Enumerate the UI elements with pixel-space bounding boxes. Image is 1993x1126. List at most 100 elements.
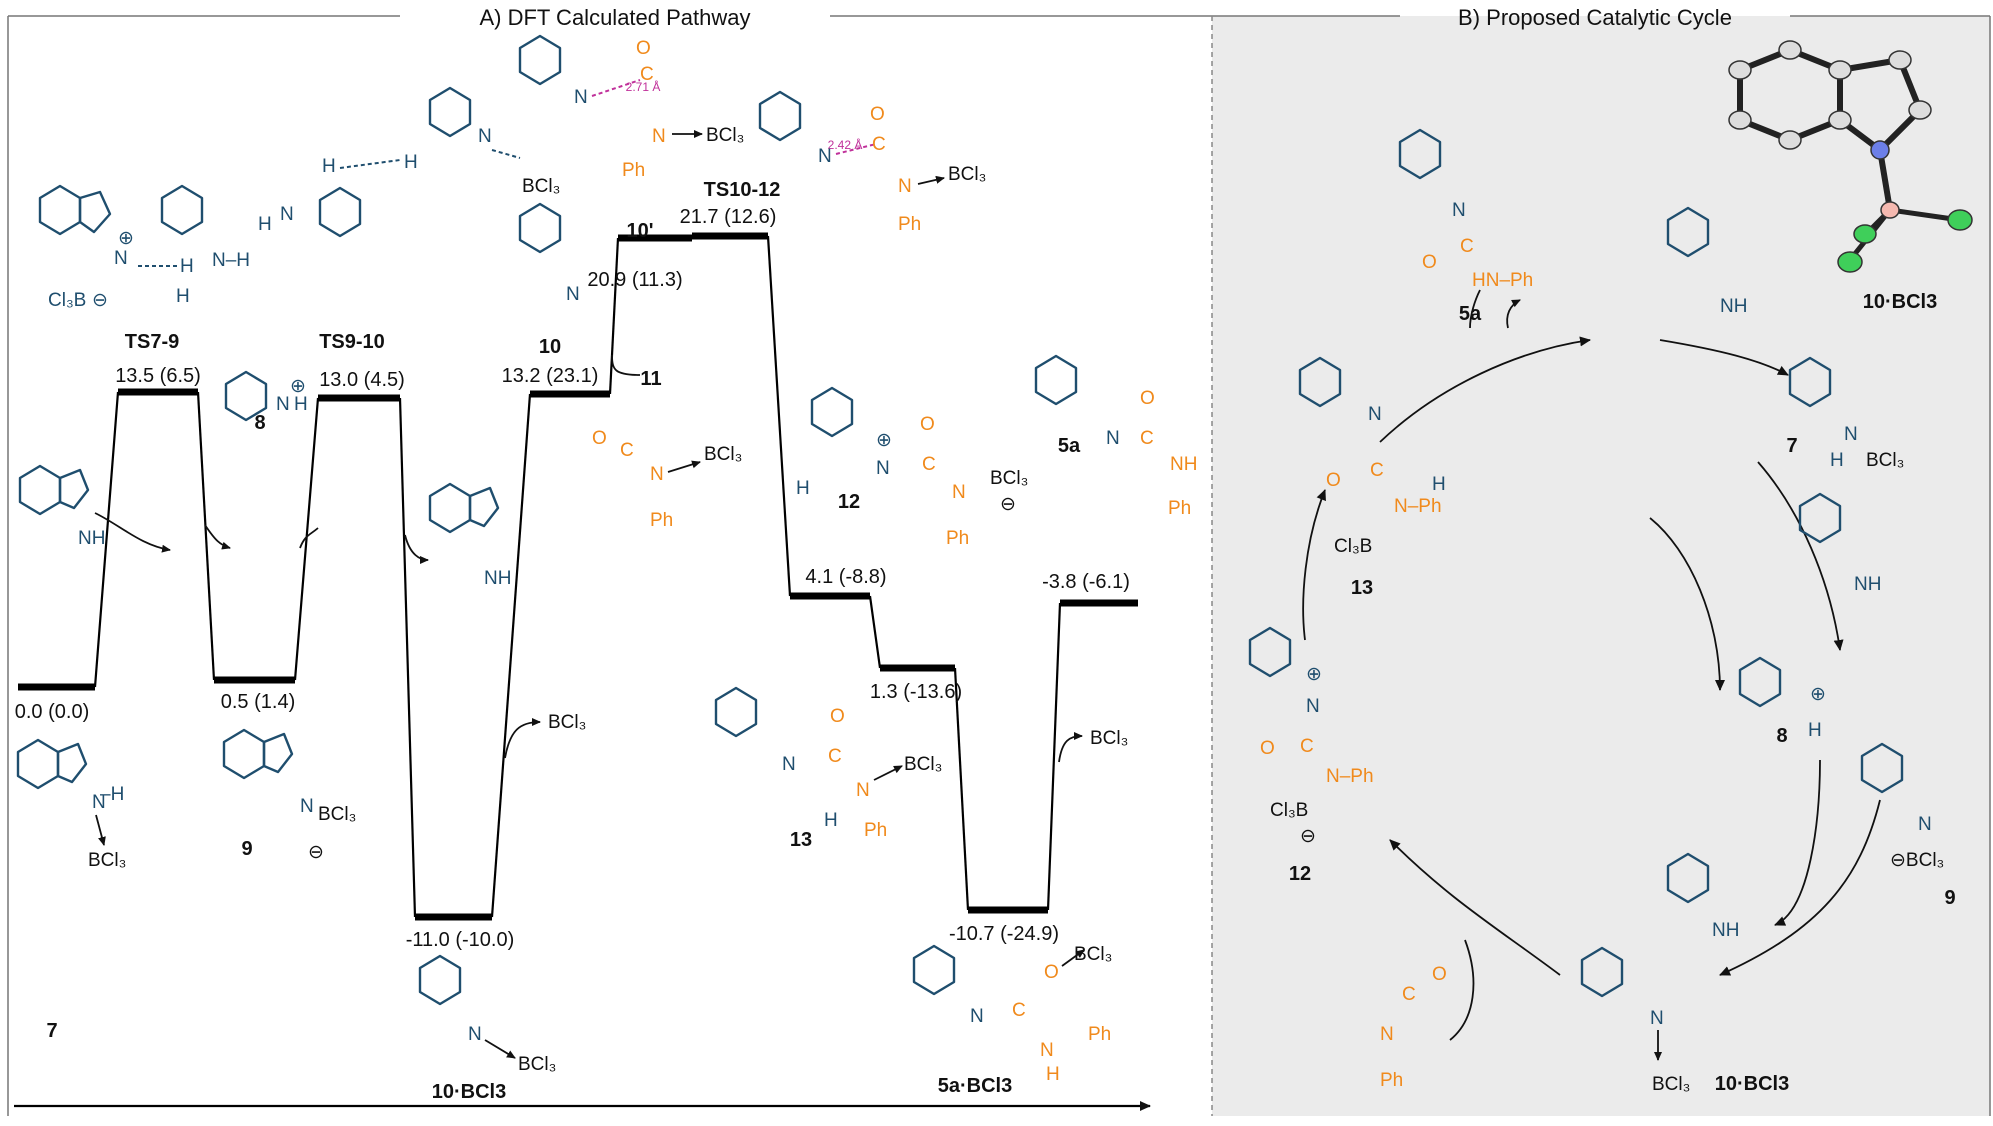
svg-text:N: N: [114, 248, 128, 269]
svg-text:C: C: [1140, 428, 1154, 449]
svg-text:C: C: [1460, 236, 1474, 257]
svg-text:NH: NH: [1712, 920, 1739, 941]
compound-label-7: 7: [46, 1020, 57, 1042]
svg-text:N: N: [782, 754, 796, 775]
cycle-13: N C O N–Ph H Cl₃B: [1298, 356, 1446, 557]
cycle-5a: N C O HN–Ph: [1398, 128, 1533, 291]
molecule-9: N BCl₃ ⊖: [222, 728, 356, 863]
energy-connector-3: [293, 397, 320, 681]
svg-text:⊕: ⊕: [876, 430, 892, 451]
svg-text:N: N: [818, 146, 832, 167]
energy-value-7: 0.0 (0.0): [15, 701, 89, 723]
cycle-12: N ⊕ C O N–Ph Cl₃B ⊖: [1248, 626, 1374, 847]
panel-b-title: B) Proposed Catalytic Cycle: [1458, 5, 1732, 30]
xray-structure: [1728, 40, 1973, 273]
svg-text:O: O: [1422, 252, 1437, 273]
svg-text:C: C: [620, 440, 634, 461]
svg-text:N: N: [1918, 814, 1932, 835]
svg-text:BCl₃: BCl₃: [1074, 944, 1112, 965]
svg-text:Ph: Ph: [1168, 498, 1191, 519]
svg-text:N: N: [280, 204, 294, 225]
energy-value-TS10-12: 21.7 (12.6): [680, 206, 777, 228]
energy-value-13: 1.3 (-13.6): [870, 681, 962, 703]
svg-text:⊕: ⊕: [1306, 664, 1322, 685]
svg-text:H: H: [180, 256, 194, 277]
svg-text:O: O: [1432, 964, 1447, 985]
svg-text:N: N: [970, 1006, 984, 1027]
svg-text:⊖: ⊖: [1300, 826, 1316, 847]
cycle-isocyanate: O C N Ph: [1380, 964, 1447, 1091]
svg-text:H: H: [176, 286, 190, 307]
svg-text:Ph: Ph: [622, 160, 645, 181]
svg-text:NH: NH: [484, 568, 511, 589]
svg-text:N: N: [856, 780, 870, 801]
svg-text:C: C: [1300, 736, 1314, 757]
svg-text:BCl₃: BCl₃: [1652, 1074, 1690, 1095]
molecule-12: H N ⊕ C O N BCl₃ ⊖ Ph: [796, 386, 1028, 549]
energy-value-TS7-9: 13.5 (6.5): [115, 365, 201, 387]
cycle-indole-top: NH: [1666, 206, 1747, 317]
svg-text:N: N: [1844, 424, 1858, 445]
compound-label-5abcl3: 5a·BCl3: [938, 1075, 1012, 1097]
svg-text:–H: –H: [100, 784, 124, 805]
xray-label: 10·BCl3: [1863, 291, 1937, 313]
molecule-ts79: N ⊕ Cl₃B ⊖ H N–H H: [38, 184, 250, 311]
cycle-label-10: 10·BCl3: [1715, 1073, 1789, 1095]
compound-label-8: 8: [254, 412, 265, 434]
panel-b-background: [1212, 16, 1990, 1116]
svg-text:O: O: [830, 706, 845, 727]
svg-text:⊕: ⊕: [118, 228, 134, 249]
energy-connector-1: [93, 391, 120, 688]
panel-a-title: A) DFT Calculated Pathway: [479, 5, 750, 30]
molecule-10bcl3: N BCl₃: [418, 954, 556, 1075]
molecule-13: N C O N BCl₃ H Ph: [714, 686, 942, 841]
svg-text:Ph: Ph: [1088, 1024, 1111, 1045]
molecule-ts910: H N H H N BCl₃: [258, 86, 560, 238]
compound-label-9: 9: [241, 838, 252, 860]
svg-text:N: N: [652, 126, 666, 147]
compound-label-10p: 10': [626, 220, 653, 242]
svg-text:Cl₃B: Cl₃B: [1334, 536, 1372, 557]
svg-text:NH: NH: [1854, 574, 1881, 595]
svg-text:Ph: Ph: [1380, 1070, 1403, 1091]
svg-text:O: O: [636, 38, 651, 59]
cycle-label-5a: 5a: [1459, 303, 1482, 325]
svg-text:C: C: [828, 746, 842, 767]
svg-text:BCl₃: BCl₃: [990, 468, 1028, 489]
compound-label-5a: 5a: [1058, 435, 1081, 457]
svg-text:N: N: [1380, 1024, 1394, 1045]
svg-text:Ph: Ph: [946, 528, 969, 549]
svg-text:⊕: ⊕: [1810, 684, 1826, 705]
svg-text:O: O: [870, 104, 885, 125]
svg-text:BCl₃: BCl₃: [1866, 450, 1904, 471]
distance-label-2: 2.42 Å: [828, 137, 863, 152]
energy-value-5aBCl3: -10.7 (-24.9): [949, 923, 1059, 945]
arrow-11-release: [611, 354, 641, 376]
energy-connector-10: [953, 667, 970, 911]
cycle-label-9: 9: [1944, 887, 1955, 909]
molecule-10: N: [518, 202, 580, 305]
svg-text:N: N: [300, 796, 314, 817]
svg-text:Cl₃B: Cl₃B: [48, 290, 86, 311]
svg-text:N: N: [566, 284, 580, 305]
svg-text:N: N: [1368, 404, 1382, 425]
compound-label-12: 12: [838, 491, 860, 513]
svg-text:⊖: ⊖: [1000, 494, 1016, 515]
svg-text:N: N: [478, 126, 492, 147]
molecule-11: O C N BCl₃ Ph: [592, 428, 742, 531]
ts-label-7-9: TS7-9: [125, 331, 179, 353]
energy-connector-5: [490, 393, 532, 918]
svg-text:N: N: [1650, 1008, 1664, 1029]
svg-text:O: O: [1044, 962, 1059, 983]
svg-text:Ph: Ph: [864, 820, 887, 841]
energy-value-TS9-10: 13.0 (4.5): [319, 369, 405, 391]
svg-text:⊖: ⊖: [92, 290, 108, 311]
molecule-7: N–H BCl₃: [16, 738, 126, 871]
svg-text:H: H: [404, 152, 418, 173]
compound-label-11: 11: [640, 368, 661, 390]
svg-text:BCl₃: BCl₃: [706, 125, 744, 146]
svg-text:⊖BCl₃: ⊖BCl₃: [1890, 850, 1944, 871]
svg-text:H: H: [1808, 720, 1822, 741]
